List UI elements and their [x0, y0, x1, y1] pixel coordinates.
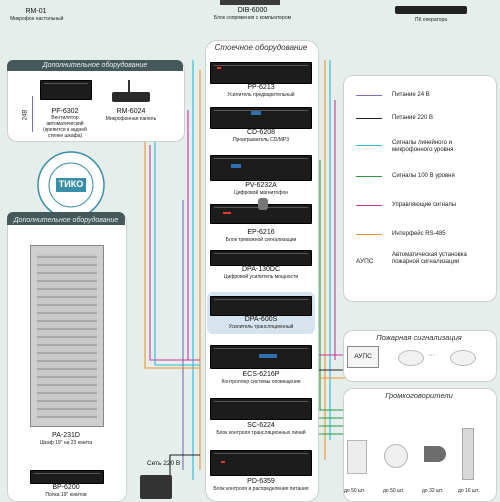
- legend-label-line-mic: Сигналы линейного и микрофонного уровня: [392, 140, 454, 153]
- rm6024-mic-panel-image: [112, 92, 150, 102]
- legend-line-24v: [356, 95, 382, 97]
- pv6232a-device: [210, 155, 312, 181]
- legend-line-control: [356, 205, 382, 207]
- speaker-count-1: до 50 шт.: [344, 488, 366, 494]
- smoke-detector-icon: [398, 350, 424, 366]
- sc6224-device: [210, 398, 312, 420]
- logo-brand-text: ТИКО: [58, 179, 84, 189]
- detector-ellipsis: ···: [428, 352, 435, 359]
- wall-speaker-icon: [347, 440, 367, 474]
- ecs6216p-device: [210, 345, 312, 369]
- extra-equipment-top-panel: [7, 60, 185, 142]
- extra-equipment-top-title: Дополнительное оборудование: [7, 60, 183, 71]
- pf-wire: [32, 96, 33, 132]
- legend-label-control: Управляющие сигналы: [392, 202, 457, 208]
- pc-keyboard-image: [395, 6, 467, 14]
- dpa600s-device: [210, 296, 312, 316]
- cd6208-device: [210, 107, 312, 129]
- battery-image: [140, 475, 172, 499]
- pp6213-device: [210, 62, 312, 84]
- legend-line-rs485: [356, 234, 382, 236]
- fire-alarm-title: Пожарная сигнализация: [376, 333, 462, 342]
- legend-label-100v: Сигналы 100 В уровня: [392, 173, 455, 179]
- speaker-count-4: до 16 шт.: [458, 488, 480, 494]
- bp6200-shelf-image: [30, 470, 104, 484]
- pc-label: ПК оператора: [414, 17, 448, 23]
- legend-label-220v: Питание 220 В: [392, 115, 434, 121]
- dpa130dc-device: [210, 250, 312, 266]
- column-speaker-icon: [462, 428, 474, 480]
- speaker-count-3: до 32 шт.: [422, 488, 444, 494]
- ep6216-mic-image: [258, 198, 268, 210]
- fire-aups-box: АУПС: [347, 346, 379, 368]
- dib-device-image: [220, 0, 280, 5]
- speaker-count-2: до 50 шт.: [383, 488, 405, 494]
- pf-voltage-label: 24В: [22, 109, 29, 121]
- legend-aups-desc: Автоматическая установка пожарной сигнал…: [392, 252, 467, 265]
- pd6359-device: [210, 450, 312, 476]
- legend-aups-tag: АУПС: [356, 258, 374, 265]
- rm6024-mic-stem: [128, 80, 130, 93]
- rack-equipment-title: Стоечное оборудование: [214, 43, 308, 52]
- legend-panel: [343, 75, 497, 302]
- smoke-detector-icon-2: [450, 350, 476, 366]
- legend-label-rs485: Интерфейс RS-485: [392, 231, 446, 237]
- ceiling-speaker-icon: [384, 444, 408, 468]
- legend-label-24v: Питание 24 В: [392, 92, 430, 98]
- extra-equipment-left-title: Дополнительное оборудование: [7, 212, 125, 225]
- speakers-title: Громкоговорители: [385, 391, 453, 400]
- legend-line-220v: [356, 118, 382, 120]
- pf6302-fan-image: [40, 80, 92, 100]
- pa231d-cabinet-image: [30, 245, 104, 427]
- horn-speaker-icon: [424, 446, 446, 462]
- legend-line-line-mic: [356, 145, 382, 147]
- mains-label: Сеть 220 В: [147, 460, 181, 467]
- legend-line-100v: [356, 176, 382, 178]
